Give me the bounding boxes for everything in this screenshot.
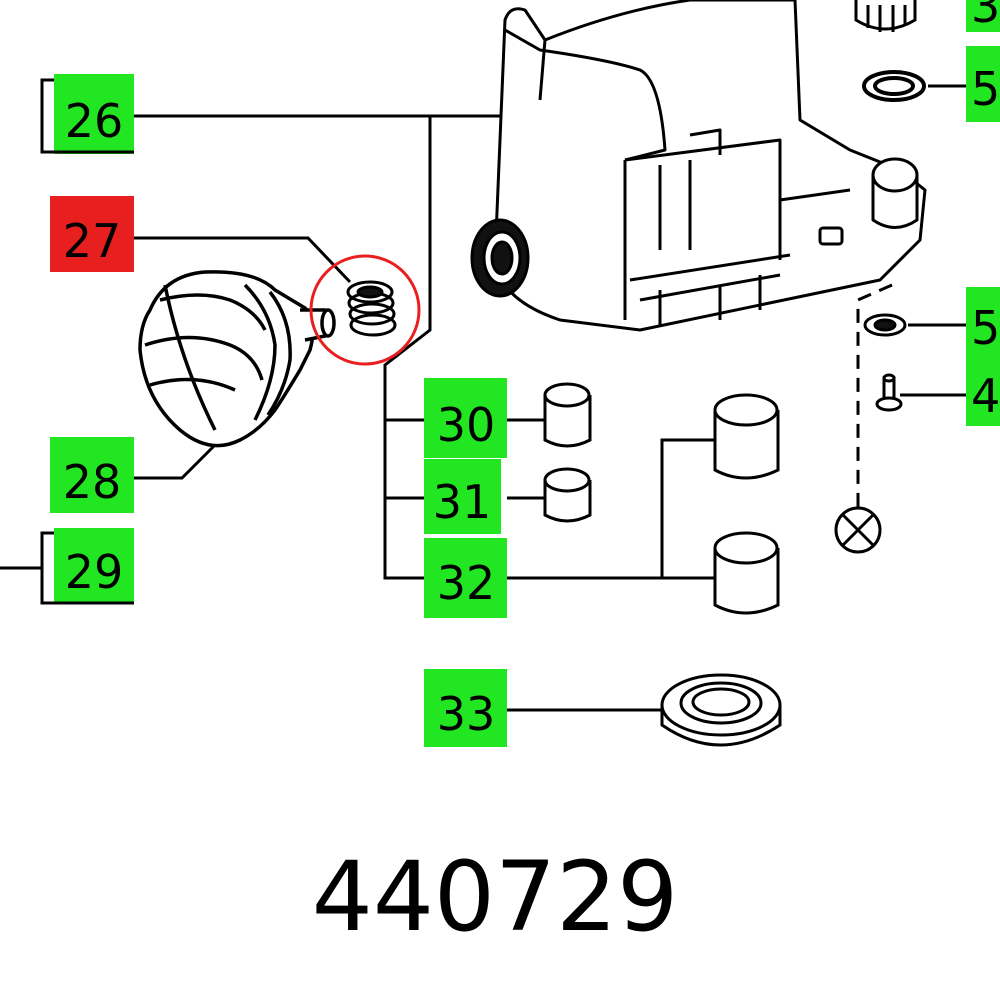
callout-right-2[interactable]: 5 xyxy=(966,46,1000,122)
callout-26[interactable]: 26 xyxy=(40,74,134,154)
screw-small xyxy=(875,373,903,412)
spring xyxy=(346,280,397,337)
top-nut xyxy=(854,0,917,32)
callout-label-right-2: 5 xyxy=(971,62,1000,116)
callout-label-26: 26 xyxy=(65,94,124,148)
part-number: 440729 xyxy=(312,841,678,953)
bushing-30 xyxy=(543,382,592,448)
callout-right-4[interactable]: 4 xyxy=(966,350,1000,426)
callout-label-29: 29 xyxy=(65,545,124,599)
callout-32[interactable]: 32 xyxy=(424,538,507,618)
motor-housing xyxy=(470,0,927,332)
callout-label-right-4: 4 xyxy=(971,369,1000,423)
washer-small xyxy=(863,313,907,337)
callout-label-right-1: 3 xyxy=(971,0,1000,33)
bushing-32b xyxy=(713,531,780,615)
callout-label-28: 28 xyxy=(63,455,122,509)
callout-label-33: 33 xyxy=(437,687,496,741)
leader-32-fork xyxy=(660,438,715,580)
callout-label-32: 32 xyxy=(437,556,496,610)
callout-label-right-3: 5 xyxy=(971,301,1000,355)
bushing-32a xyxy=(713,393,780,480)
leader-26-branch xyxy=(383,116,432,580)
leader-28 xyxy=(134,443,217,480)
dashed-axis xyxy=(856,283,893,508)
washer-top xyxy=(862,70,926,102)
bushing-31 xyxy=(543,467,592,523)
callout-27[interactable]: 27 xyxy=(50,196,134,272)
leader-27 xyxy=(134,236,352,284)
callout-31[interactable]: 31 xyxy=(424,459,501,534)
callout-label-30: 30 xyxy=(437,398,496,452)
callout-29[interactable]: 29 xyxy=(40,528,134,605)
crossed-circle-icon xyxy=(834,506,882,554)
callout-right-1[interactable]: 3 xyxy=(966,0,1000,33)
callout-label-31: 31 xyxy=(433,475,492,529)
callout-right-3[interactable]: 5 xyxy=(966,287,1000,363)
ball-bearing xyxy=(660,673,782,747)
highlight-circle-27 xyxy=(309,254,421,366)
callout-28[interactable]: 28 xyxy=(50,437,134,513)
callout-30[interactable]: 30 xyxy=(424,378,507,458)
knob xyxy=(138,270,336,448)
callout-label-27: 27 xyxy=(63,214,122,268)
leader-lines xyxy=(0,84,966,712)
callout-33[interactable]: 33 xyxy=(424,669,507,747)
